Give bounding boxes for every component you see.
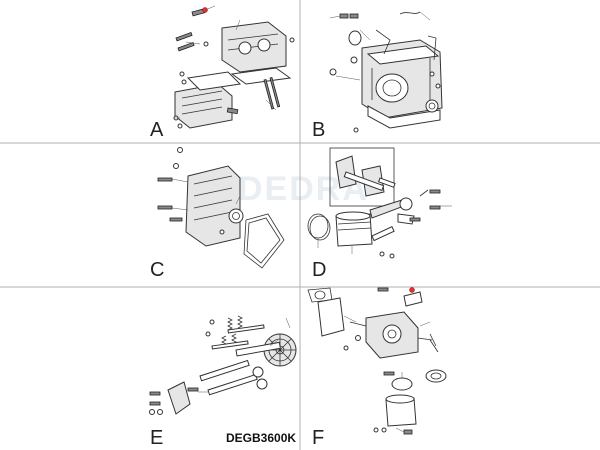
panel-e-label: E <box>150 427 163 449</box>
crankshaft <box>335 155 396 197</box>
panel-e-valvetrain <box>149 315 297 415</box>
model-code: DEGB3600K <box>226 431 296 445</box>
panel-c-label: C <box>150 259 164 281</box>
float <box>391 377 413 391</box>
panel-f-label: F <box>312 427 324 449</box>
valve-cover-gasket <box>186 71 242 91</box>
cover-gasket <box>243 213 285 269</box>
panel-d-crankshaft-piston <box>307 147 452 259</box>
mounting-bracket <box>317 297 345 337</box>
panel-c-crankcase-cover <box>157 147 285 269</box>
panel-a-cylinder-head <box>173 5 295 129</box>
valve-2 <box>211 340 249 350</box>
gudgeon-pin <box>371 226 395 242</box>
valve-1 <box>227 324 265 334</box>
tappet-1 <box>199 359 250 382</box>
crankshaft-inset-box <box>329 147 395 207</box>
panel-a-label: A <box>150 119 164 141</box>
panel-b-crankcase <box>329 11 443 133</box>
insulator <box>425 369 447 383</box>
panel-b-label: B <box>312 119 325 141</box>
spring-rod <box>427 35 437 61</box>
camshaft <box>235 341 281 357</box>
crankcase-cover <box>185 165 241 247</box>
panel-f-carburettor <box>307 287 447 435</box>
tappet-2 <box>207 373 258 396</box>
head-gasket <box>230 67 292 85</box>
rocker-plate <box>167 381 191 415</box>
oil-seal <box>348 30 362 46</box>
panel-d-label: D <box>312 259 326 281</box>
